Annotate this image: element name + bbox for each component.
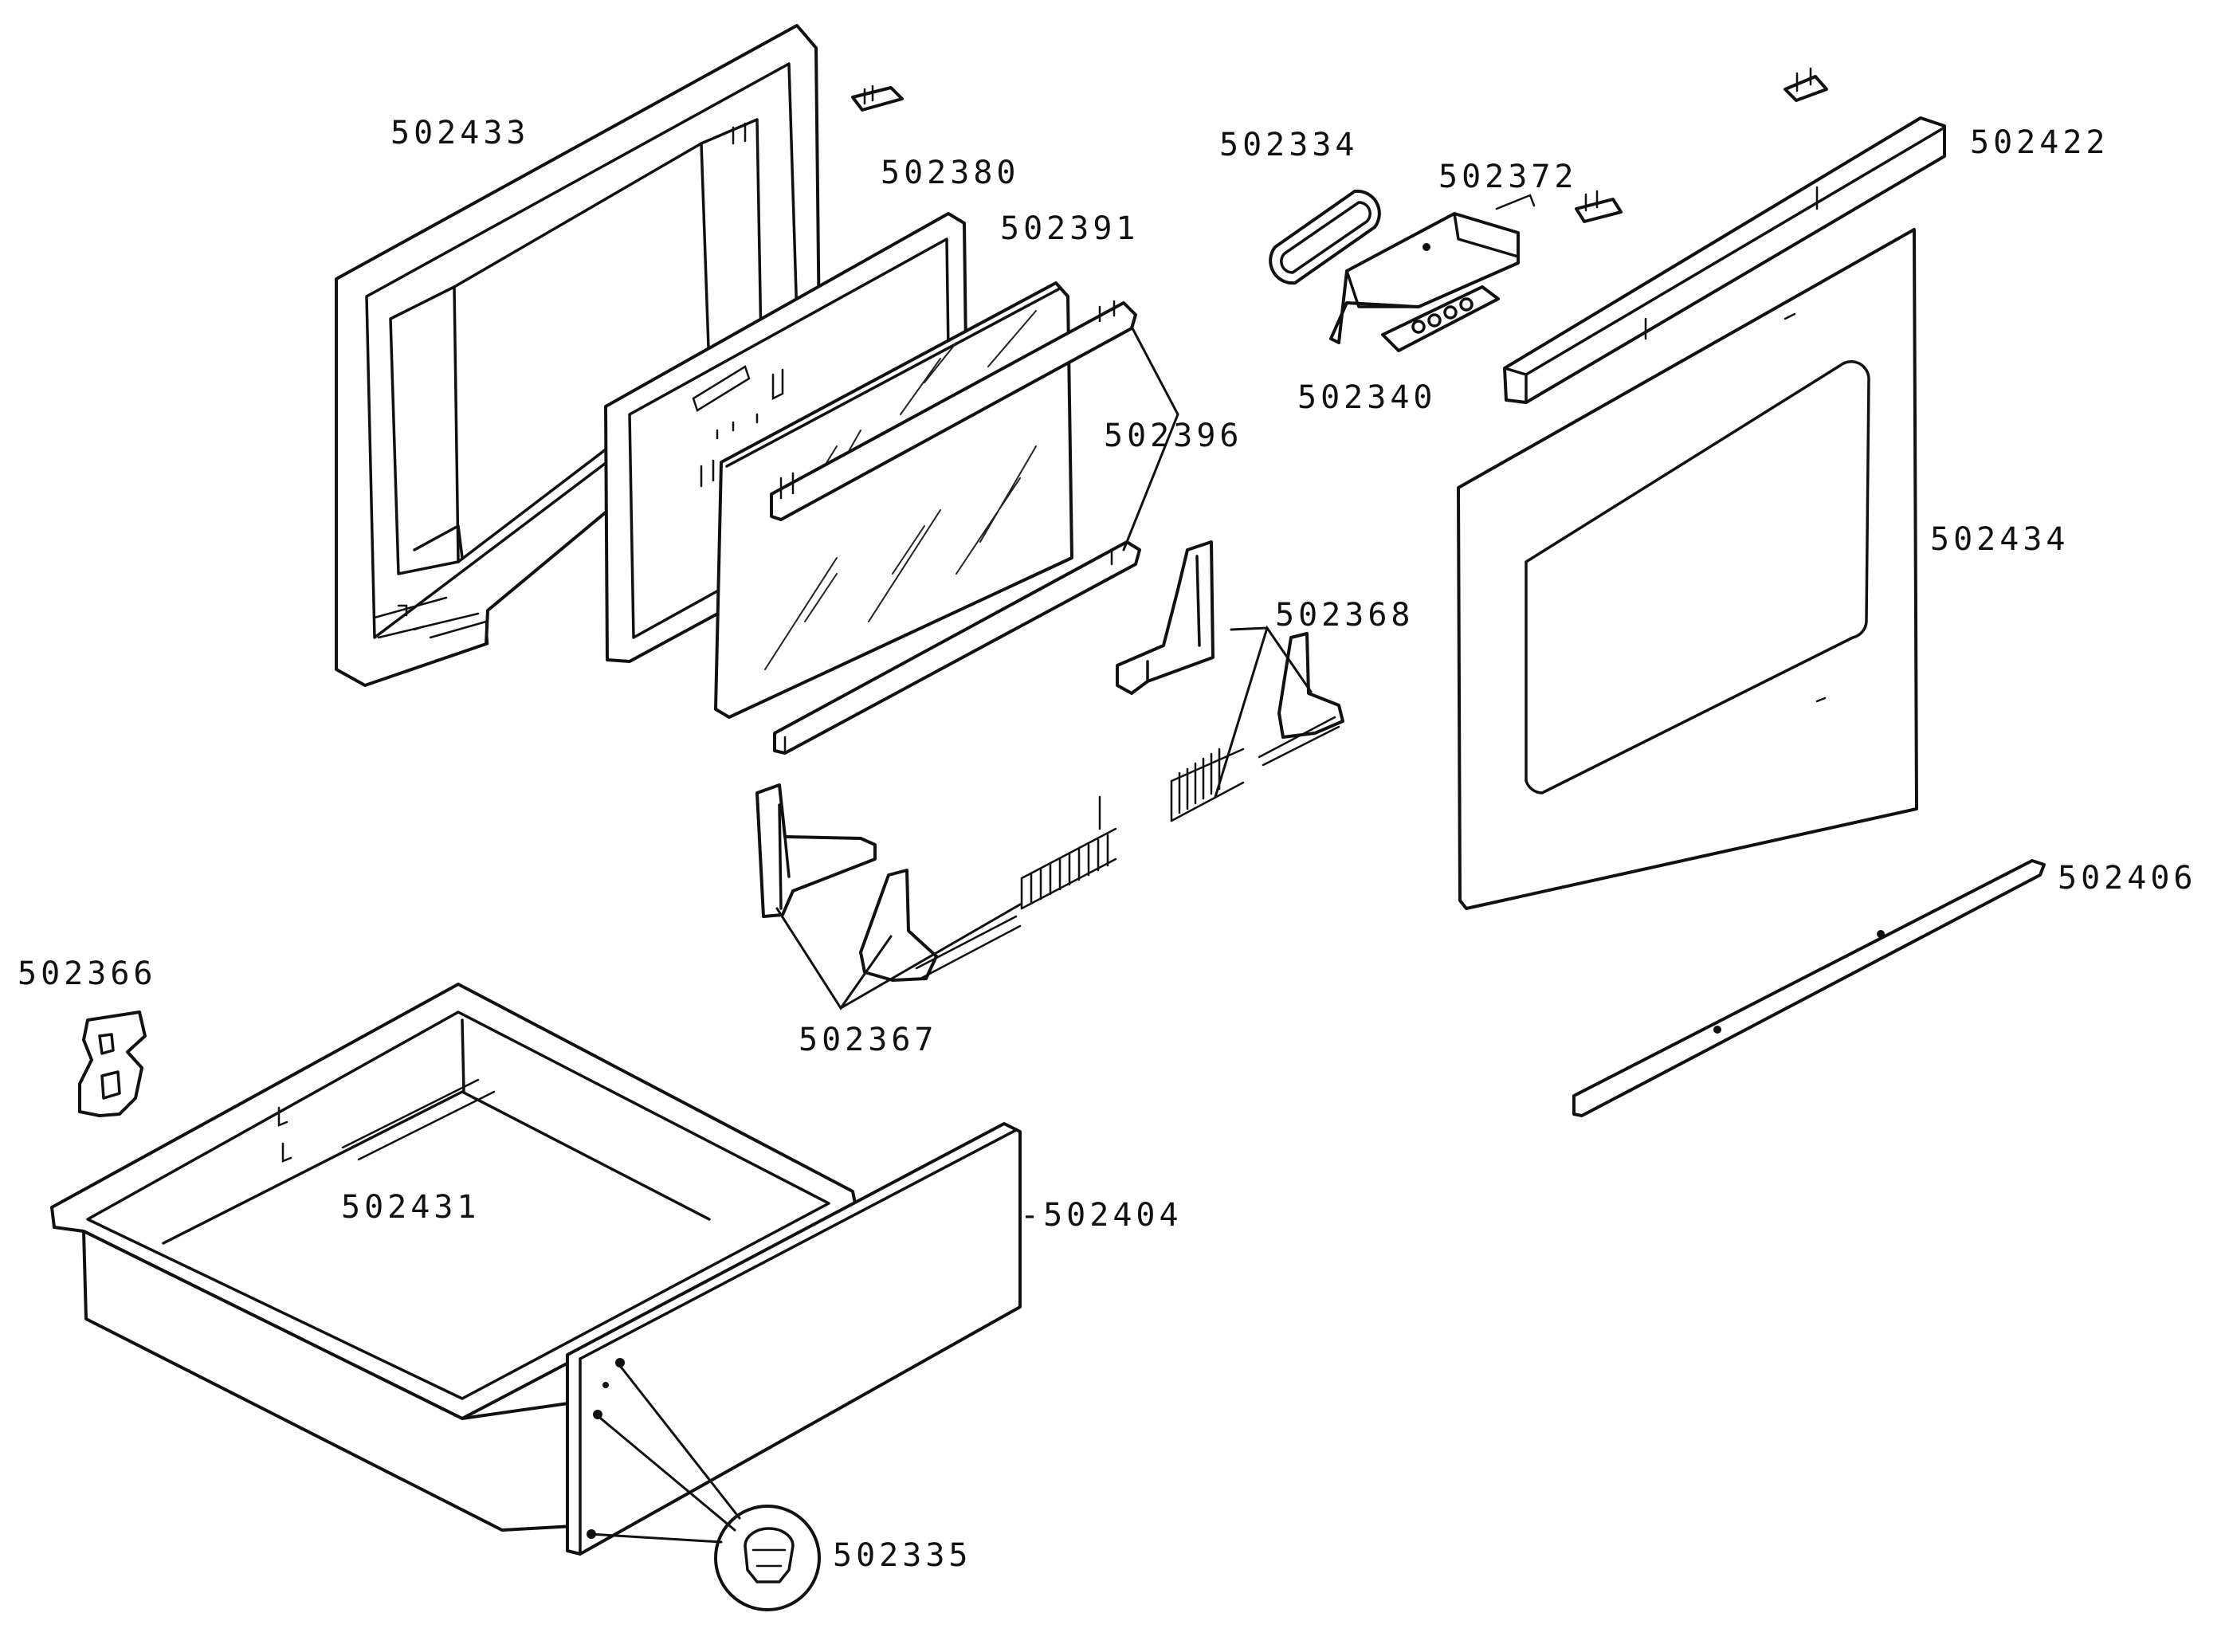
part-clip-top-right [1784, 67, 1828, 102]
label-502372: 502372 [1438, 159, 1578, 195]
part-502372-hinge-cover [1329, 194, 1536, 344]
fastener-point-3 [587, 1529, 596, 1539]
fastener-point-2 [593, 1410, 602, 1419]
label-502431: 502431 [341, 1189, 481, 1226]
part-clip-mid [1575, 190, 1623, 223]
label-502367: 502367 [799, 1022, 938, 1058]
label-502335: 502335 [833, 1537, 972, 1574]
label-502340: 502340 [1297, 379, 1437, 416]
label-502368: 502368 [1275, 597, 1415, 634]
part-502367-left-hinge [755, 783, 1117, 982]
part-502335-fastener [714, 1505, 821, 1611]
label-502434: 502434 [1930, 521, 2070, 558]
part-502406-bottom-trim [1572, 859, 2046, 1117]
label-502391: 502391 [1000, 210, 1140, 247]
leader-502367 [775, 903, 1022, 1010]
part-502434-outer-door [1457, 228, 1918, 910]
label-502334: 502334 [1219, 127, 1359, 163]
part-502368-right-hinge [1116, 540, 1344, 822]
label-502396: 502396 [1104, 418, 1243, 454]
part-502422-top-trim [1503, 116, 1946, 404]
label-502380: 502380 [881, 155, 1020, 191]
label-502406: 502406 [2058, 860, 2197, 897]
label-502366: 502366 [18, 955, 157, 992]
label-502422: 502422 [1970, 124, 2109, 161]
part-clip-top-left [851, 84, 904, 112]
leader-502396 [1122, 325, 1179, 551]
label-502433: 502433 [390, 115, 530, 151]
fastener-point-1 [615, 1358, 625, 1368]
part-502340-plate [1381, 285, 1500, 352]
part-502366-hook-bracket [78, 1010, 147, 1117]
part-502334-handle-ring [1269, 189, 1381, 285]
leader-502368 [1214, 625, 1313, 799]
part-502404-drawer-front [566, 1122, 1022, 1556]
label-502404: -502404 [1020, 1197, 1183, 1234]
leader-502335 [588, 1361, 741, 1544]
